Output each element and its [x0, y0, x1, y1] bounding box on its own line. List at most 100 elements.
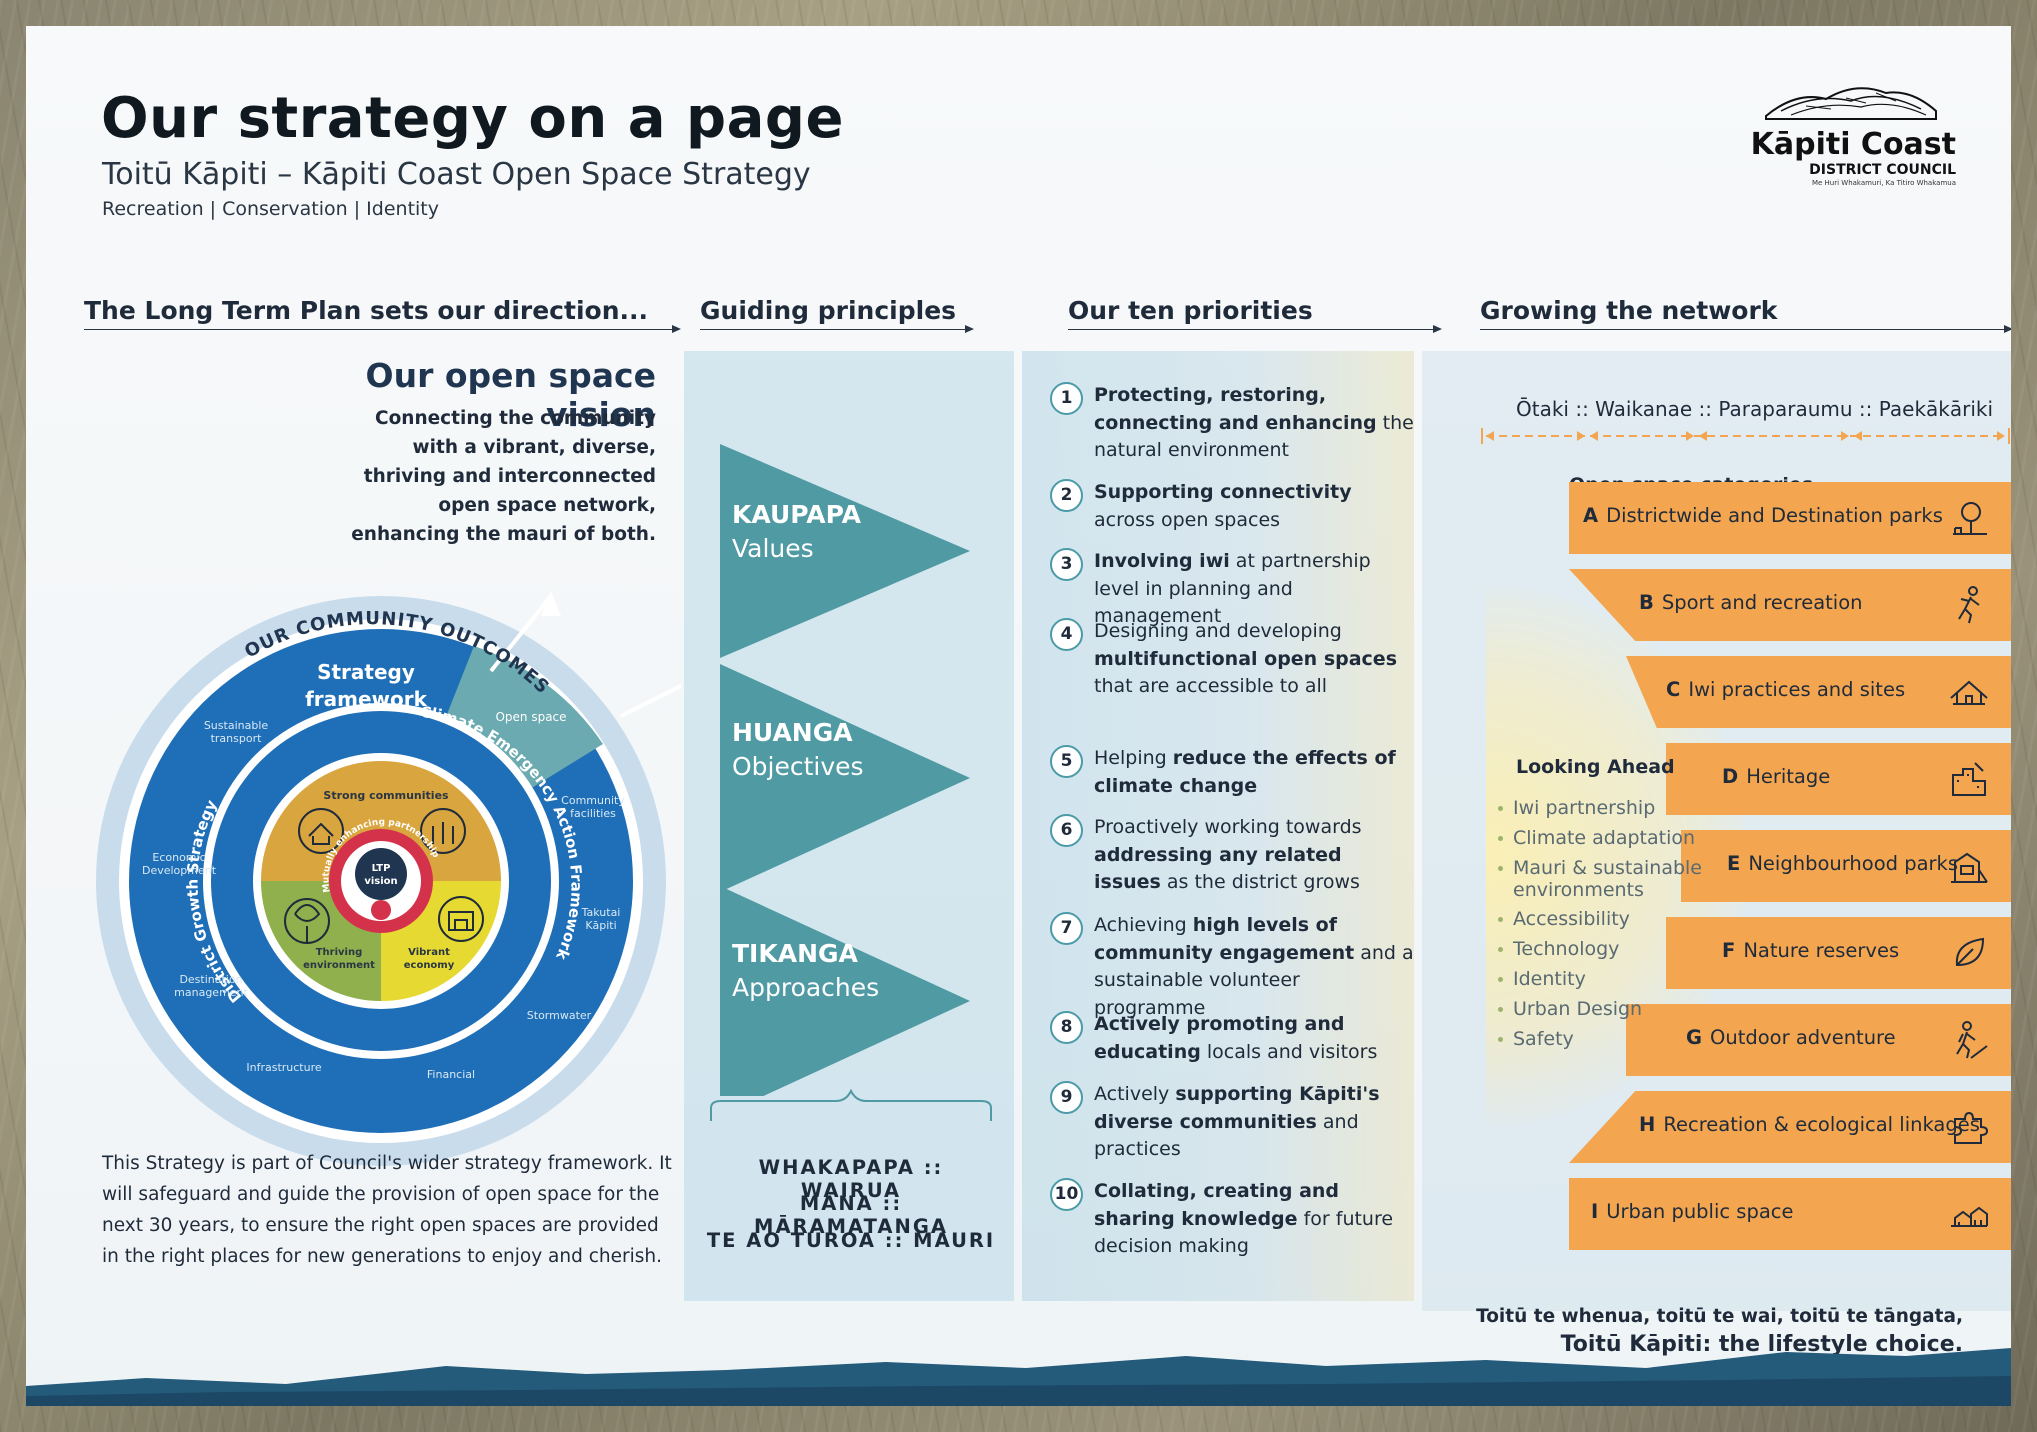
outer-community-2: facilities	[570, 807, 616, 820]
kaupapa-label: KAUPAPA	[732, 500, 862, 529]
guiding-triangles	[720, 444, 970, 1096]
ltp-vision-circle	[355, 848, 407, 900]
heading-network-arrow	[1480, 325, 2011, 333]
towns-list: Ōtaki :: Waikanae :: Paraparaumu :: Paek…	[1516, 397, 1994, 421]
thriving-label-1: Thriving	[316, 947, 363, 958]
priority-7-number: 7	[1050, 912, 1083, 945]
tikanga-sub: Approaches	[732, 973, 880, 1002]
huanga-sub: Objectives	[732, 752, 864, 781]
category-i-label: Urban public space	[1606, 1200, 1794, 1223]
closing-line-1: Toitū te whenua, toitū te wai, toitū te …	[1476, 1306, 1963, 1327]
closing-line-2: Toitū Kāpiti: the lifestyle choice.	[1560, 1332, 1963, 1357]
heading-network: Growing the network	[1480, 296, 1778, 325]
community-people-icon	[420, 808, 466, 854]
economy-shop-icon	[438, 896, 484, 942]
category-c: C Iwi practices and sites	[1626, 656, 2011, 728]
logo-sub: DISTRICT COUNCIL	[1809, 162, 1956, 178]
priority-9-rest: and practices	[1094, 1110, 1359, 1161]
priority-1-number: 1	[1050, 382, 1083, 415]
category-b-label: Sport and recreation	[1661, 591, 1863, 614]
heading-priorities: Our ten priorities	[1068, 296, 1313, 325]
category-a-label: Districtwide and Destination parks	[1606, 504, 1943, 527]
guiding-brace	[710, 1088, 992, 1121]
outer-economic-1: Economic	[152, 851, 205, 864]
guiding-words-2: MANA :: MĀRAMATANGA	[754, 1192, 948, 1238]
tikanga-triangle	[720, 886, 970, 1096]
priority-7-rest: and a sustainable volunteer programme	[1094, 941, 1414, 1019]
category-g-label: Outdoor adventure	[1710, 1026, 1896, 1049]
strong-communities-label: Strong communities	[323, 789, 449, 802]
page-subtitle: Toitū Kāpiti – Kāpiti Coast Open Space S…	[102, 157, 811, 192]
priority-5-number: 5	[1050, 745, 1083, 778]
runner-icon	[1958, 586, 1980, 624]
priority-2-number: 2	[1050, 479, 1083, 512]
priority-3-number: 3	[1050, 548, 1083, 581]
outer-infrastructure: Infrastructure	[246, 1061, 322, 1074]
priority-4-rest: that are accessible to all	[1094, 675, 1328, 697]
huanga-triangle	[720, 664, 970, 892]
mountain-logo-icon	[1765, 87, 1937, 120]
priority-2-rest: across open spaces	[1094, 508, 1281, 531]
council-logo: Kāpiti Coast DISTRICT COUNCIL Me Huri Wh…	[1736, 71, 1966, 187]
priority-6-bold: addressing any related issues	[1094, 843, 1342, 894]
category-h-letter: H	[1639, 1113, 1656, 1136]
priority-3: 3 Involving iwi at partnership level in …	[1050, 548, 1414, 631]
priority-4-pre: Designing and developing	[1094, 620, 1342, 642]
kaupapa-sub: Values	[732, 534, 814, 563]
heading-guiding: Guiding principles	[700, 296, 957, 325]
looking-ahead-item: Accessibility	[1498, 908, 1728, 930]
outer-stormwater: Stormwater	[527, 1009, 592, 1022]
looking-ahead-item: Technology	[1498, 938, 1728, 960]
category-e-letter: E	[1727, 852, 1741, 875]
kaupapa-triangle	[720, 444, 970, 658]
priority-6-rest: as the district grows	[1160, 871, 1360, 893]
ltp-label-2: vision	[364, 876, 397, 887]
priority-8-number: 8	[1050, 1011, 1083, 1044]
priority-6: 6 Proactively working towards addressing…	[1050, 814, 1414, 897]
vision-arrow	[489, 594, 553, 673]
guiding-words-3: TE AO TŪROA :: MAURI	[706, 1229, 996, 1252]
category-b-letter: B	[1639, 591, 1654, 614]
priority-1-rest: the natural environment	[1094, 411, 1414, 462]
priority-6-number: 6	[1050, 814, 1083, 847]
outer-community-1: Community	[561, 794, 625, 807]
category-c-letter: C	[1666, 678, 1681, 701]
category-b: B Sport and recreation	[1569, 569, 2011, 641]
category-f-letter: F	[1722, 939, 1736, 962]
category-i-letter: I	[1591, 1200, 1599, 1223]
priority-8: 8 Actively promoting and educating local…	[1050, 1011, 1414, 1066]
priority-1-bold: Protecting, restoring, connecting and en…	[1094, 384, 1377, 434]
looking-ahead-title: Looking Ahead	[1516, 756, 1675, 778]
priority-3-bold: Involving iwi	[1094, 550, 1230, 572]
priority-2-bold: Supporting connectivity	[1094, 481, 1352, 503]
community-house-icon	[298, 808, 344, 854]
heading-guiding-arrow	[700, 325, 974, 333]
heading-ltp: The Long Term Plan sets our direction...	[84, 296, 648, 325]
outer-takutai-2: Kāpiti	[585, 919, 616, 932]
outer-destination-2: management	[174, 986, 248, 999]
heritage-icon	[1952, 762, 1986, 796]
vibrant-label-1: Vibrant	[408, 947, 450, 958]
vision-text: Connecting the community with a vibrant,…	[351, 408, 656, 545]
playground-icon	[1951, 852, 1988, 883]
city-icon	[1951, 1206, 1988, 1227]
intro-paragraph: This Strategy is part of Council's wider…	[102, 1153, 672, 1267]
ltp-vision-knot	[371, 900, 391, 920]
ltp-label-1: LTP	[372, 863, 391, 874]
strategy-framework-label-2: framework	[305, 687, 428, 711]
priority-8-rest: locals and visitors	[1200, 1040, 1378, 1063]
priority-6-pre: Proactively working towards	[1094, 816, 1362, 838]
looking-ahead-item: Iwi partnership	[1498, 797, 1728, 819]
category-d-label: Heritage	[1746, 765, 1831, 788]
category-i: I Urban public space	[1569, 1178, 2011, 1250]
looking-ahead-item: Safety	[1498, 1028, 1728, 1050]
guiding-arrow	[620, 683, 681, 718]
looking-ahead-item: Climate adaptation	[1498, 827, 1728, 849]
outer-financial: Financial	[427, 1068, 475, 1081]
category-c-label: Iwi practices and sites	[1688, 678, 1906, 701]
priority-7-bold: high levels of community engagement	[1094, 914, 1355, 964]
